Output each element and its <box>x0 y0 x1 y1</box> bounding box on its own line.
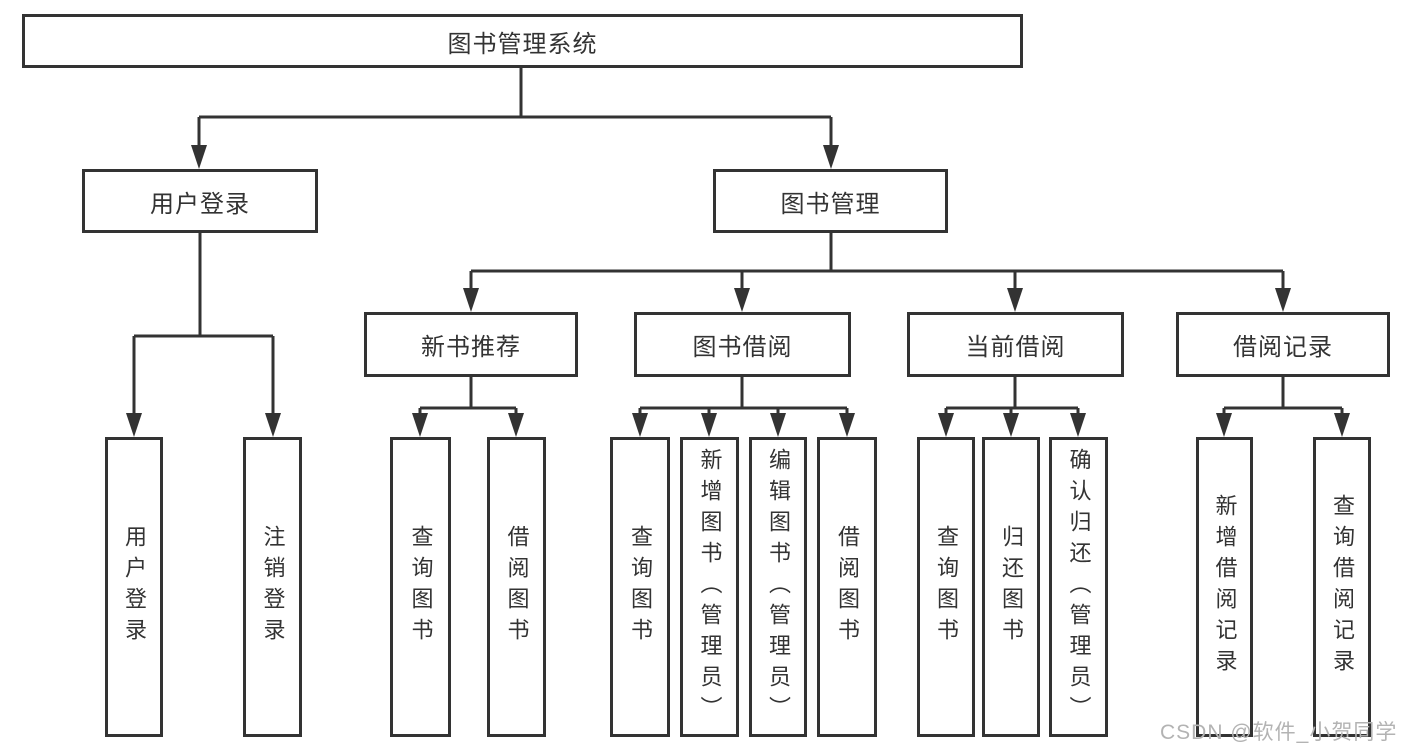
leaf-records-query-record-label: 查询借阅记录 <box>1330 494 1355 680</box>
leaf-logout-label: 注销登录 <box>260 525 286 649</box>
leaf-records-query-record: 查询借阅记录 <box>1313 437 1371 737</box>
node-user-login: 用户登录 <box>82 169 318 233</box>
leaf-current-query-books-label: 查询图书 <box>934 525 959 649</box>
leaf-current-confirm-return: 确认归还（管理员） <box>1049 437 1108 737</box>
leaf-recommend-query-books-label: 查询图书 <box>408 525 434 649</box>
leaf-current-confirm-return-label: 确认归还（管理员） <box>1066 447 1092 727</box>
leaf-borrow-borrow-books: 借阅图书 <box>817 437 877 737</box>
leaf-borrow-edit-books-label: 编辑图书（管理员） <box>766 447 791 727</box>
leaf-user-login-label: 用户登录 <box>122 525 147 649</box>
node-current-borrow: 当前借阅 <box>907 312 1124 377</box>
leaf-user-login: 用户登录 <box>105 437 163 737</box>
leaf-borrow-query-books-label: 查询图书 <box>628 525 653 649</box>
leaf-current-return-books-label: 归还图书 <box>999 525 1024 649</box>
leaf-borrow-edit-books: 编辑图书（管理员） <box>749 437 807 737</box>
leaf-records-add-record: 新增借阅记录 <box>1196 437 1253 737</box>
leaf-borrow-query-books: 查询图书 <box>610 437 670 737</box>
leaf-current-return-books: 归还图书 <box>982 437 1040 737</box>
leaf-recommend-borrow-books-label: 借阅图书 <box>504 525 530 649</box>
node-new-book-recommend: 新书推荐 <box>364 312 578 377</box>
leaf-borrow-add-books-label: 新增图书（管理员） <box>697 447 723 727</box>
node-book-borrow: 图书借阅 <box>634 312 851 377</box>
leaf-logout: 注销登录 <box>243 437 302 737</box>
leaf-borrow-add-books: 新增图书（管理员） <box>680 437 739 737</box>
watermark-text: CSDN @软件_小贺同学 <box>1160 721 1398 744</box>
node-book-management: 图书管理 <box>713 169 948 233</box>
leaf-recommend-borrow-books: 借阅图书 <box>487 437 546 737</box>
node-root: 图书管理系统 <box>22 14 1023 68</box>
leaf-borrow-borrow-books-label: 借阅图书 <box>835 525 860 649</box>
leaf-recommend-query-books: 查询图书 <box>390 437 451 737</box>
leaf-current-query-books: 查询图书 <box>917 437 975 737</box>
node-borrow-records: 借阅记录 <box>1176 312 1390 377</box>
leaf-records-add-record-label: 新增借阅记录 <box>1212 494 1238 680</box>
